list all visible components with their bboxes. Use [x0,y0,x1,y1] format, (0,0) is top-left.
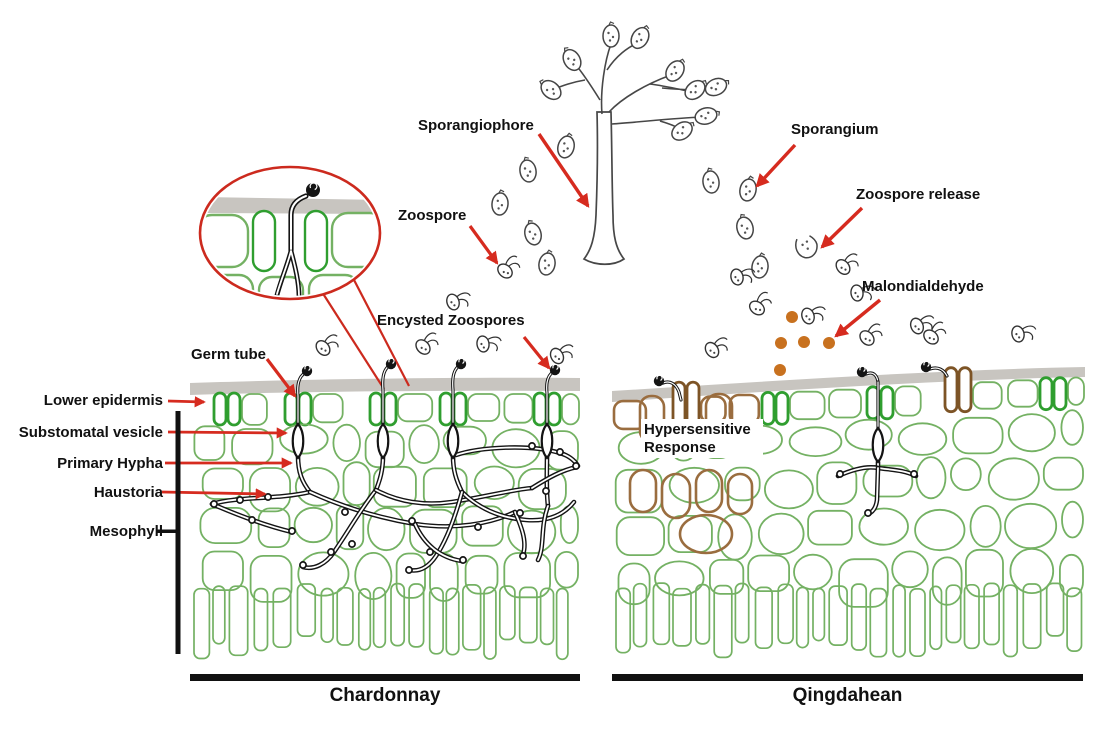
label-encysted-zoospores: Encysted Zoospores [377,312,525,329]
label-primary-hypha: Primary Hypha [57,455,163,472]
label-zoospore: Zoospore [398,207,467,224]
frames [156,411,1083,681]
leaf-cells-chardonnay [193,391,580,661]
magnifier-callout-circle [198,165,382,301]
label-sporangium: Sporangium [791,121,879,138]
label-hypersensitive-response: Hypersensitive Response [641,419,763,459]
inset-germ-tube [274,182,320,296]
label-lower-epidermis: Lower epidermis [43,392,163,409]
label-malondialdehyde: Malondialdehyde [862,278,984,295]
mesophyll-tick [156,529,176,533]
label-mesophyll: Mesophyll [89,523,163,540]
magnifier-callout-wedge [321,277,410,390]
inset-cells [203,209,377,296]
hyphae-network [209,364,949,574]
dispersed-spores [311,130,1038,367]
mesophyll-bracket [175,411,181,654]
label-substomatal-vesicle: Substomatal vesicle [18,424,163,441]
qingdahean-underline [612,674,1083,681]
sporangiophore-icon [534,21,733,266]
label-haustoria: Haustoria [93,484,163,501]
annotation-arrows [161,133,882,500]
panel-title-qingdahean: Qingdahean [792,685,903,706]
label-germ-tube: Germ tube [191,346,267,363]
chardonnay-underline [190,674,580,681]
hypersensitive-necrotic-cells [628,392,754,555]
label-sporangiophore: Sporangiophore [418,117,534,134]
label-zoospore-release: Zoospore release [856,186,981,203]
panel-title-chardonnay: Chardonnay [329,685,441,706]
malondialdehyde-dot-icon [774,311,835,376]
leaf-cells-qingdahean [612,366,1085,659]
